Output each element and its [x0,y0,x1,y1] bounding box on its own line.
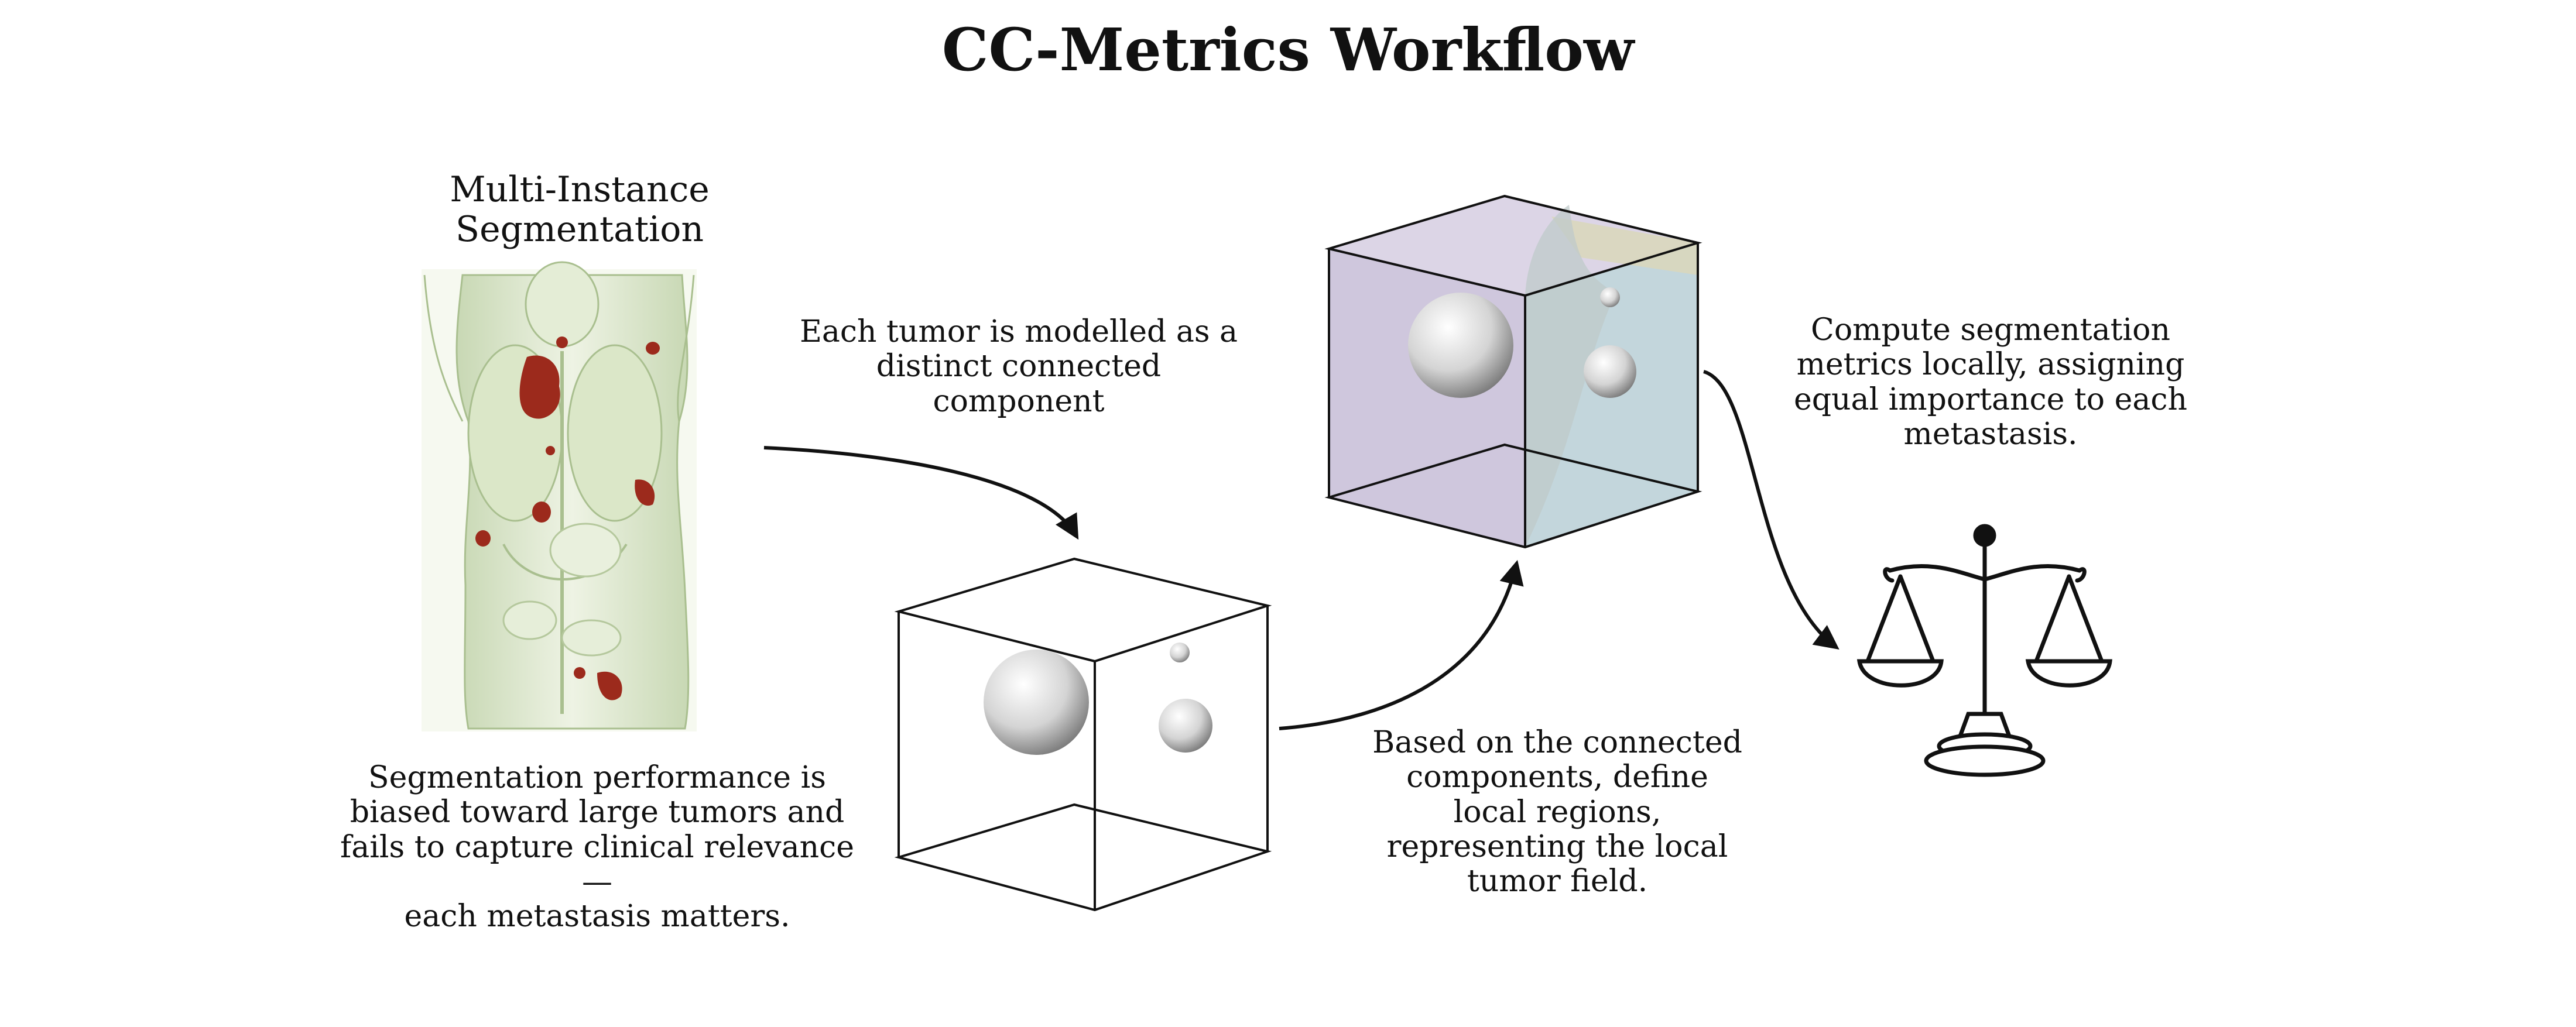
arrow-to-regions [1279,559,1524,730]
component-sphere-medium [1159,699,1212,753]
component-sphere-small [1170,643,1190,662]
arrow-to-components [763,446,1079,540]
component-sphere-large [984,650,1089,755]
segmentation-heading: Multi-Instance Segmentation [450,169,710,250]
connected-components-cube [894,557,1272,912]
region-sphere-small [1600,287,1620,307]
diagram-title: CC-Metrics Workflow [941,15,1635,84]
connected-component-caption: Each tumor is modelled as a distinct con… [799,314,1238,419]
ct-scan-figure [422,261,697,731]
region-sphere-large [1408,293,1513,398]
region-sphere-medium [1584,345,1636,398]
local-regions-caption: Based on the connected components, defin… [1372,725,1742,899]
local-metrics-caption: Compute segmentation metrics locally, as… [1793,312,2188,452]
balance-scale-icon [1856,524,2112,777]
bias-caption: Segmentation performance is biased towar… [340,760,854,935]
local-regions-cube [1324,194,1703,549]
arrow-to-metrics [1703,370,1839,650]
